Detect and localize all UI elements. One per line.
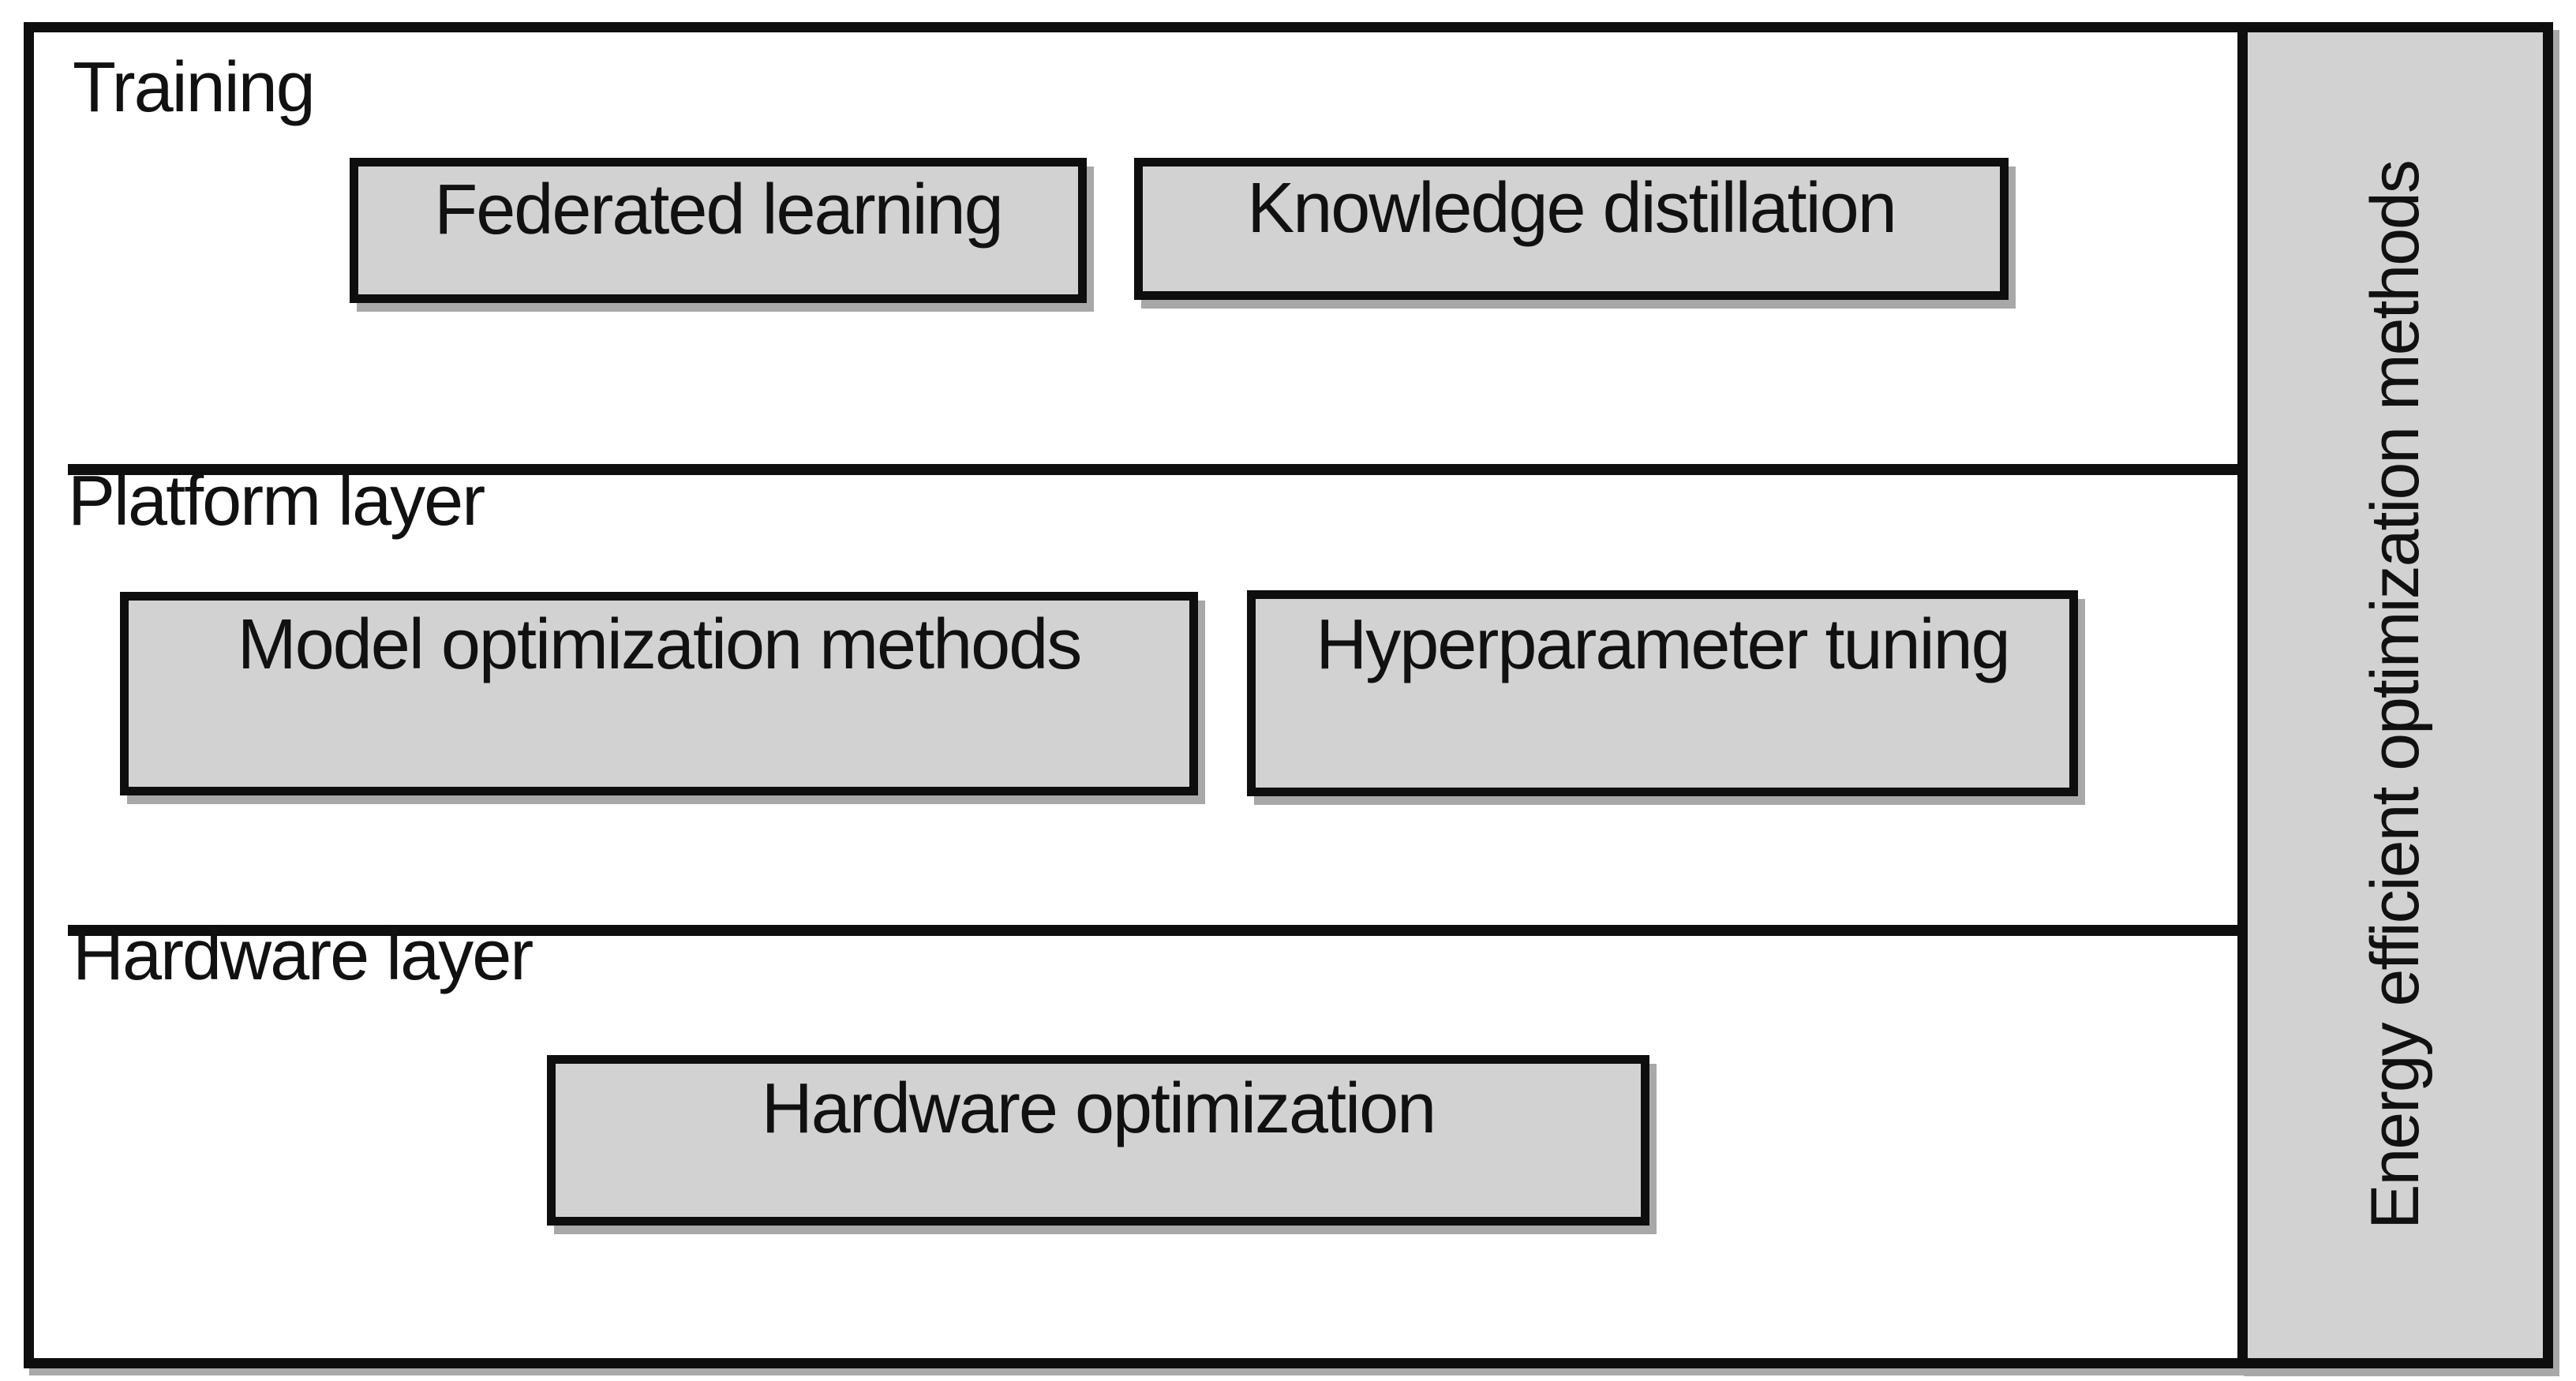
box-model-optimization-methods: Model optimization methods xyxy=(120,592,1198,795)
energy-methods-bar: Energy efficient optimization methods xyxy=(2237,22,2553,1368)
box-hardware-optimization: Hardware optimization xyxy=(547,1055,1649,1226)
box-federated-learning-label: Federated learning xyxy=(434,170,1004,249)
box-hardware-optimization-label: Hardware optimization xyxy=(761,1069,1436,1148)
layer-label-platform: Platform layer xyxy=(68,462,485,541)
layer-divider-platform-hardware xyxy=(68,925,2271,936)
box-knowledge-distillation-label: Knowledge distillation xyxy=(1247,169,1897,248)
box-knowledge-distillation: Knowledge distillation xyxy=(1134,158,2009,300)
layer-label-hardware: Hardware layer xyxy=(73,916,534,995)
energy-methods-label: Energy efficient optimization methods xyxy=(2357,161,2433,1229)
box-hyperparameter-tuning: Hyperparameter tuning xyxy=(1247,590,2078,796)
layer-divider-training-platform xyxy=(68,464,2271,475)
layer-label-training: Training xyxy=(73,48,316,127)
box-model-optimization-methods-label: Model optimization methods xyxy=(237,605,1083,684)
box-federated-learning: Federated learning xyxy=(350,158,1087,303)
box-hyperparameter-tuning-label: Hyperparameter tuning xyxy=(1316,604,2010,684)
